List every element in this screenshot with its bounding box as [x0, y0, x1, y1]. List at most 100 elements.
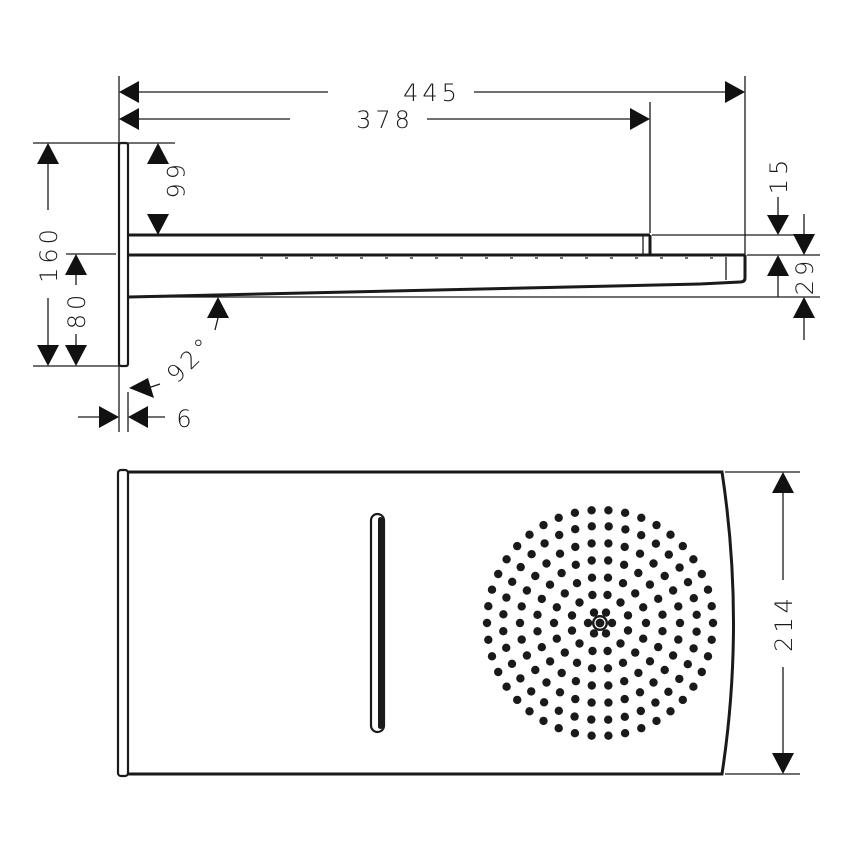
nozzle-dot: [620, 508, 630, 517]
nozzle-dot: [620, 694, 629, 704]
nozzle-dot: [703, 585, 713, 594]
nozzle-dot: [641, 618, 651, 628]
dim-label-445: 445: [403, 79, 461, 107]
nozzle-dot: [697, 667, 706, 677]
nozzle-dot: [619, 560, 629, 569]
nozzle-dot: [654, 642, 663, 652]
nozzle-dot: [604, 539, 613, 548]
nozzle-dot: [567, 626, 577, 635]
nozzle-dot: [567, 611, 577, 620]
nozzle-dot: [522, 586, 532, 595]
nozzle-dot: [616, 598, 625, 607]
nozzle-dot: [707, 635, 716, 644]
dimension-angle-92: 92°: [129, 297, 229, 398]
nozzle-dot: [549, 618, 559, 628]
nozzle-dot: [620, 729, 630, 738]
nozzle-dot: [707, 602, 716, 611]
nozzle-dot: [560, 589, 569, 598]
nozzle-dot: [552, 603, 561, 612]
nozzle-dot: [555, 549, 565, 558]
dimension-378: 378: [119, 106, 650, 134]
nozzle-dot: [539, 716, 548, 726]
nozzle-dot: [635, 688, 645, 697]
nozzle-dot: [502, 643, 511, 652]
nozzle-dot: [587, 664, 597, 673]
nozzle-dot: [587, 698, 596, 707]
nozzle-dot: [589, 629, 599, 638]
nozzle-dot: [692, 610, 701, 619]
nozzle-dot: [482, 618, 492, 628]
dimension-66: 66: [147, 143, 189, 235]
nozzle-dot: [557, 568, 566, 578]
head-tip: [699, 255, 747, 286]
nozzle-dot: [557, 668, 566, 678]
head-bottom: [128, 282, 701, 299]
nozzle-dot: [631, 589, 640, 598]
nozzle-array: [482, 506, 718, 740]
nozzle-dot: [674, 635, 683, 644]
nozzle-dot: [539, 698, 549, 707]
nozzle-dot: [587, 731, 596, 740]
nozzle-dot: [658, 627, 667, 636]
nozzle-dot: [545, 580, 555, 589]
nozzle-dot: [637, 724, 646, 733]
nozzle-dot: [689, 682, 698, 691]
nozzle-dot: [555, 688, 565, 697]
nozzle-dot: [604, 715, 613, 724]
nozzle-dot: [554, 724, 563, 733]
nozzle-dot: [502, 682, 511, 691]
nozzle-dot: [678, 695, 687, 705]
nozzle-dot: [666, 707, 675, 716]
nozzle-dot: [571, 542, 580, 552]
nozzle-dot: [639, 634, 648, 643]
bottom-view: 214: [116, 468, 800, 778]
nozzle-dot: [604, 731, 613, 740]
nozzle-dot: [525, 530, 534, 539]
nozzle-dot: [525, 707, 534, 716]
nozzle-dot: [587, 522, 596, 531]
nozzle-dot: [623, 611, 633, 620]
nozzle-dot: [571, 677, 581, 686]
nozzle-dot: [652, 520, 661, 530]
nozzle-dot: [689, 555, 698, 564]
nozzle-dot: [620, 542, 629, 552]
nozzle-dot: [587, 556, 596, 565]
nozzle-dot: [703, 652, 713, 661]
nozzle-dot: [634, 668, 643, 678]
dimension-80: 80: [63, 254, 91, 366]
nozzle-dot: [575, 639, 584, 648]
nozzle-dot: [668, 586, 678, 595]
nozzle-dot: [570, 508, 580, 517]
nozzle-dot: [683, 660, 692, 669]
nozzle-dot: [571, 694, 580, 704]
center-nozzle: [592, 615, 608, 631]
nozzle-dot: [484, 602, 493, 611]
nozzle-dot: [603, 646, 612, 656]
nozzle-dot: [554, 513, 563, 522]
nozzle-dot: [603, 573, 613, 582]
rain-slot: [369, 512, 386, 734]
nozzle-dot: [675, 674, 684, 684]
nozzle-dot: [604, 556, 613, 565]
nozzle-dot: [487, 652, 497, 661]
nozzle-dot: [487, 585, 497, 594]
nozzle-dot: [607, 618, 617, 628]
nozzle-dot: [587, 681, 596, 690]
dimension-445: 445: [119, 79, 745, 107]
nozzle-dot: [499, 627, 508, 636]
nozzle-dot: [660, 665, 669, 675]
nozzle-dot: [542, 559, 551, 568]
nozzle-dot: [588, 590, 597, 600]
nozzle-dot: [537, 643, 546, 652]
nozzle-dot: [675, 618, 685, 628]
nozzle-dot: [502, 555, 511, 564]
dim-label-29: 29: [791, 257, 819, 296]
nozzle-dot: [645, 657, 655, 666]
nozzle-dot: [513, 541, 522, 551]
nozzle-dot: [637, 531, 646, 540]
nozzle-dot: [668, 651, 678, 660]
nozzle-dot: [494, 569, 503, 579]
nozzle-dot: [660, 571, 669, 581]
nozzle-dot: [587, 715, 596, 724]
